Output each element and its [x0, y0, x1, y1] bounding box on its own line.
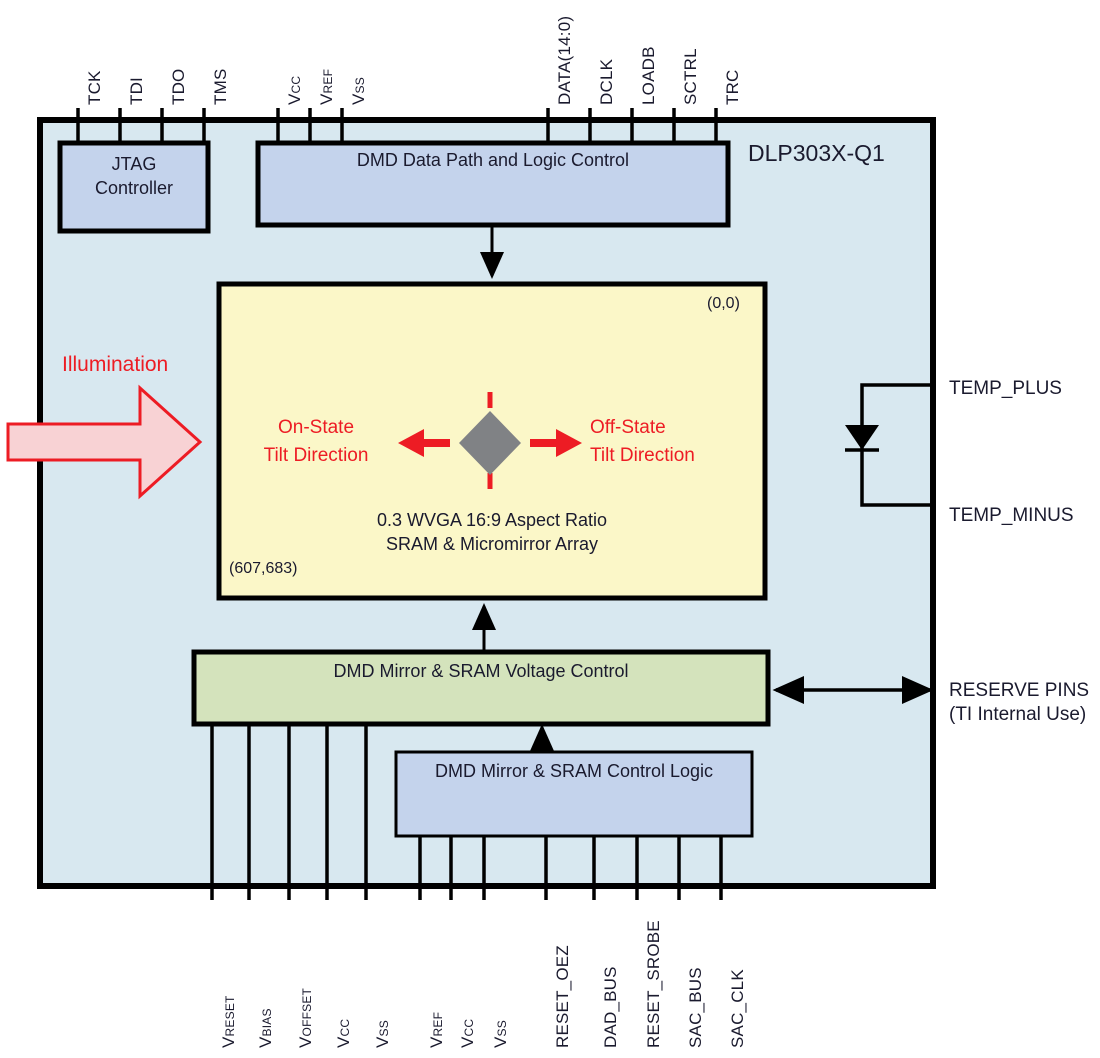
pin-label-base: SAC_CLK [728, 969, 747, 1048]
reserve-pins-label: RESERVE PINS (TI Internal Use) [949, 679, 1089, 727]
on-state-tilt-label: On-State Tilt Direction [246, 414, 386, 469]
pin-label-base: V [285, 93, 304, 105]
dmd-data-path-label: DMD Data Path and Logic Control [356, 150, 630, 170]
pin-label-base: RESET_OEZ [553, 945, 572, 1048]
pin-label-base: TDO [169, 68, 188, 105]
bottom-pin-label-sacbus: SAC_BUS [686, 967, 706, 1048]
top-pin-label-tck: TCK [85, 70, 105, 105]
pin-label-base: LOADB [639, 46, 658, 105]
off-state-tilt-label: Off-State Tilt Direction [590, 414, 750, 469]
control-logic-block [394, 750, 754, 838]
temp-plus-label: TEMP_PLUS [949, 378, 1062, 399]
voltage-control-block [191, 649, 771, 727]
pin-label-base: SCTRL [681, 48, 700, 105]
array-origin-coordinate: (0,0) [707, 295, 740, 312]
top-pin-label-sctrl: SCTRL [681, 48, 701, 105]
pin-label-base: V [256, 1036, 275, 1048]
pin-label-subscript: SS [495, 1020, 509, 1037]
bottom-pin-label-vreset: VRESET [219, 995, 239, 1048]
pin-label-base: TMS [211, 68, 230, 105]
pin-label-base: V [317, 93, 336, 105]
jtag-controller-block [57, 140, 211, 234]
bottom-pin-stubs [210, 886, 723, 900]
top-pin-label-tdo: TDO [169, 69, 189, 105]
on-state-tilt-line2: Tilt Direction [263, 444, 369, 466]
pin-label-base: DAD_BUS [601, 966, 620, 1048]
bottom-pin-label-vcc: VCC [334, 1019, 354, 1048]
off-state-arrowhead [556, 429, 582, 457]
chip-title: DLP303X-Q1 [748, 140, 885, 166]
pin-label-subscript: RESET [223, 995, 237, 1037]
top-pin-label-dclk: DCLK [597, 59, 617, 105]
pin-label-base: DATA(14:0) [555, 15, 574, 105]
pin-label-subscript: SS [377, 1020, 391, 1037]
bottom-pin-label-resetoez: RESET_OEZ [553, 945, 573, 1048]
top-pin-label-vcc: VCC [285, 76, 305, 105]
pin-label-base: V [349, 93, 368, 105]
top-pin-label-tms: TMS [211, 69, 231, 105]
pin-label-subscript: SS [353, 77, 367, 94]
pin-label-base: TRC [723, 69, 742, 105]
voltage-control-label: DMD Mirror & SRAM Voltage Control [333, 661, 629, 681]
pin-label-base: TDI [127, 77, 146, 105]
pin-label-base: V [427, 1036, 446, 1048]
bottom-pin-label-vss: VSS [373, 1020, 393, 1048]
jtag-controller-label-line2: Controller [94, 178, 174, 199]
internal-signal-arrows [472, 225, 554, 752]
illumination-label: Illumination [62, 353, 169, 376]
pin-label-base: V [373, 1036, 392, 1048]
bottom-pin-label-voffset: VOFFSET [296, 988, 316, 1048]
diode-triangle-icon [845, 425, 879, 450]
array-label-line2: SRAM & Micromirror Array [385, 534, 598, 555]
pin-label-base: DCLK [597, 58, 616, 105]
pin-label-base: V [334, 1036, 353, 1048]
pin-label-base: SAC_BUS [686, 967, 705, 1048]
top-pin-label-loadb: LOADB [639, 46, 659, 105]
top-pin-label-trc: TRC [723, 69, 743, 105]
illumination-arrow [6, 384, 203, 500]
pin-label-base: V [458, 1036, 477, 1048]
micromirror-array-label: 0.3 WVGA 16:9 Aspect Ratio SRAM & Microm… [219, 508, 765, 557]
pin-label-subscript: REF [431, 1011, 445, 1037]
pin-label-base: V [219, 1036, 238, 1048]
reserve-pins-line1: RESERVE PINS [949, 680, 1090, 701]
pin-label-subscript: CC [289, 75, 303, 94]
off-state-tilt-line2: Tilt Direction [590, 444, 695, 466]
pin-label-subscript: OFFSET [300, 987, 314, 1037]
bottom-pin-label-resetsrobe: RESET_SROBE [644, 920, 664, 1048]
pin-label-base: V [491, 1036, 510, 1048]
reserve-pins-line2: (TI Internal Use) [949, 703, 1087, 725]
bottom-pin-label-vbias: VBIAS [256, 1008, 276, 1048]
array-label-line1: 0.3 WVGA 16:9 Aspect Ratio [376, 510, 608, 530]
off-state-tilt-line1: Off-State [590, 417, 666, 438]
bottom-pin-label-sacclk: SAC_CLK [728, 969, 748, 1048]
pin-label-subscript: CC [338, 1018, 352, 1037]
control-logic-label: DMD Mirror & SRAM Control Logic [434, 761, 714, 781]
on-state-tilt-line1: On-State [277, 417, 355, 438]
pin-label-base: TCK [85, 70, 104, 105]
array-far-coordinate: (607,683) [229, 560, 298, 577]
bottom-pin-label-dadbus: DAD_BUS [601, 966, 621, 1048]
pin-label-subscript: BIAS [260, 1008, 274, 1037]
pin-label-subscript: CC [462, 1018, 476, 1037]
pin-label-subscript: REF [321, 68, 335, 94]
jtag-controller-label: JTAG Controller [60, 152, 208, 201]
bottom-pin-label-vcc2: VCC [458, 1019, 478, 1048]
on-state-arrowhead [398, 429, 424, 457]
top-pin-label-vref: VREF [317, 69, 337, 105]
voltage-control-pin-rails [210, 724, 368, 886]
pin-label-base: V [296, 1036, 315, 1048]
top-pin-label-data140: DATA(14:0) [555, 16, 575, 105]
temp-minus-label: TEMP_MINUS [949, 505, 1074, 526]
top-pin-label-vss: VSS [349, 77, 369, 105]
bottom-pin-label-vss2: VSS [491, 1020, 511, 1048]
top-pin-label-tdi: TDI [127, 77, 147, 105]
control-logic-pin-rails [418, 836, 723, 886]
bottom-pin-label-vref: VREF [427, 1012, 447, 1048]
pin-label-base: RESET_SROBE [644, 920, 663, 1048]
micromirror-diamond [459, 411, 521, 475]
jtag-controller-label-line1: JTAG [111, 154, 157, 174]
